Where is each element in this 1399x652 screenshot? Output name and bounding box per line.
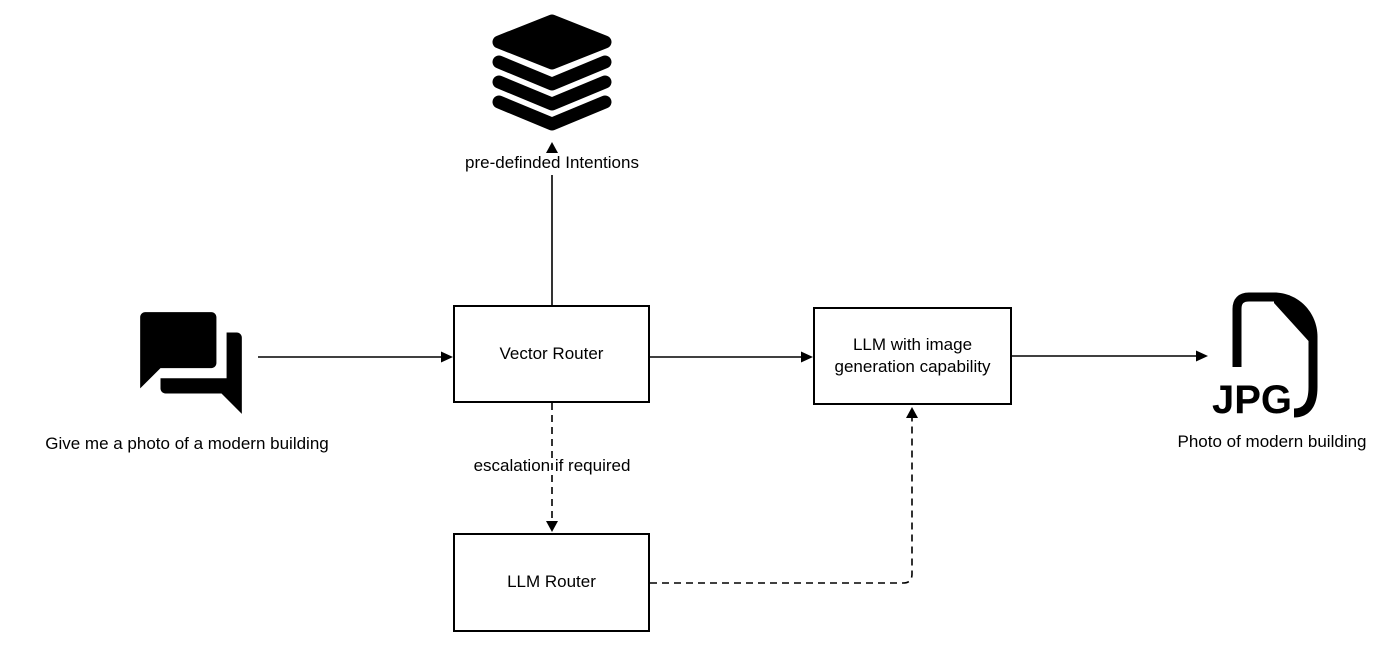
jpg-file-type-text: JPG <box>1212 378 1292 422</box>
intentions-node <box>487 14 617 134</box>
arrowhead-right <box>1196 350 1208 362</box>
output-file-label: Photo of modern building <box>1177 432 1367 451</box>
vector-router-label: Vector Router <box>499 343 604 363</box>
stack-icon <box>492 14 612 131</box>
output-file-node: JPG <box>1212 287 1328 431</box>
arrowhead-up <box>546 142 558 153</box>
llm-router-node: LLM Router <box>453 533 650 632</box>
edge-llm-image-to-output <box>1012 350 1208 362</box>
llm-router-label: LLM Router <box>507 572 596 592</box>
llm-image-gen-label: LLM with image generation capability <box>834 334 991 376</box>
user-request-node <box>130 302 252 424</box>
arrowhead-down <box>546 521 558 532</box>
edge-llm-router-to-llm-image <box>650 407 918 584</box>
jpg-file-icon: JPG <box>1212 292 1318 422</box>
vector-router-node: Vector Router <box>453 305 650 403</box>
arrowhead-right <box>801 351 813 363</box>
llm-image-gen-node: LLM with image generation capability <box>813 307 1012 405</box>
edge-vector-router-to-llm-image <box>650 351 813 363</box>
intentions-label: pre-definded Intentions <box>465 153 639 172</box>
edge-user-to-vector-router <box>258 351 453 363</box>
chat-icon <box>140 312 242 414</box>
escalation-edge-label: escalation if required <box>473 456 631 475</box>
user-request-label: Give me a photo of a modern building <box>45 434 329 453</box>
arrowhead-right <box>441 351 453 363</box>
arrowhead-up <box>906 407 918 418</box>
